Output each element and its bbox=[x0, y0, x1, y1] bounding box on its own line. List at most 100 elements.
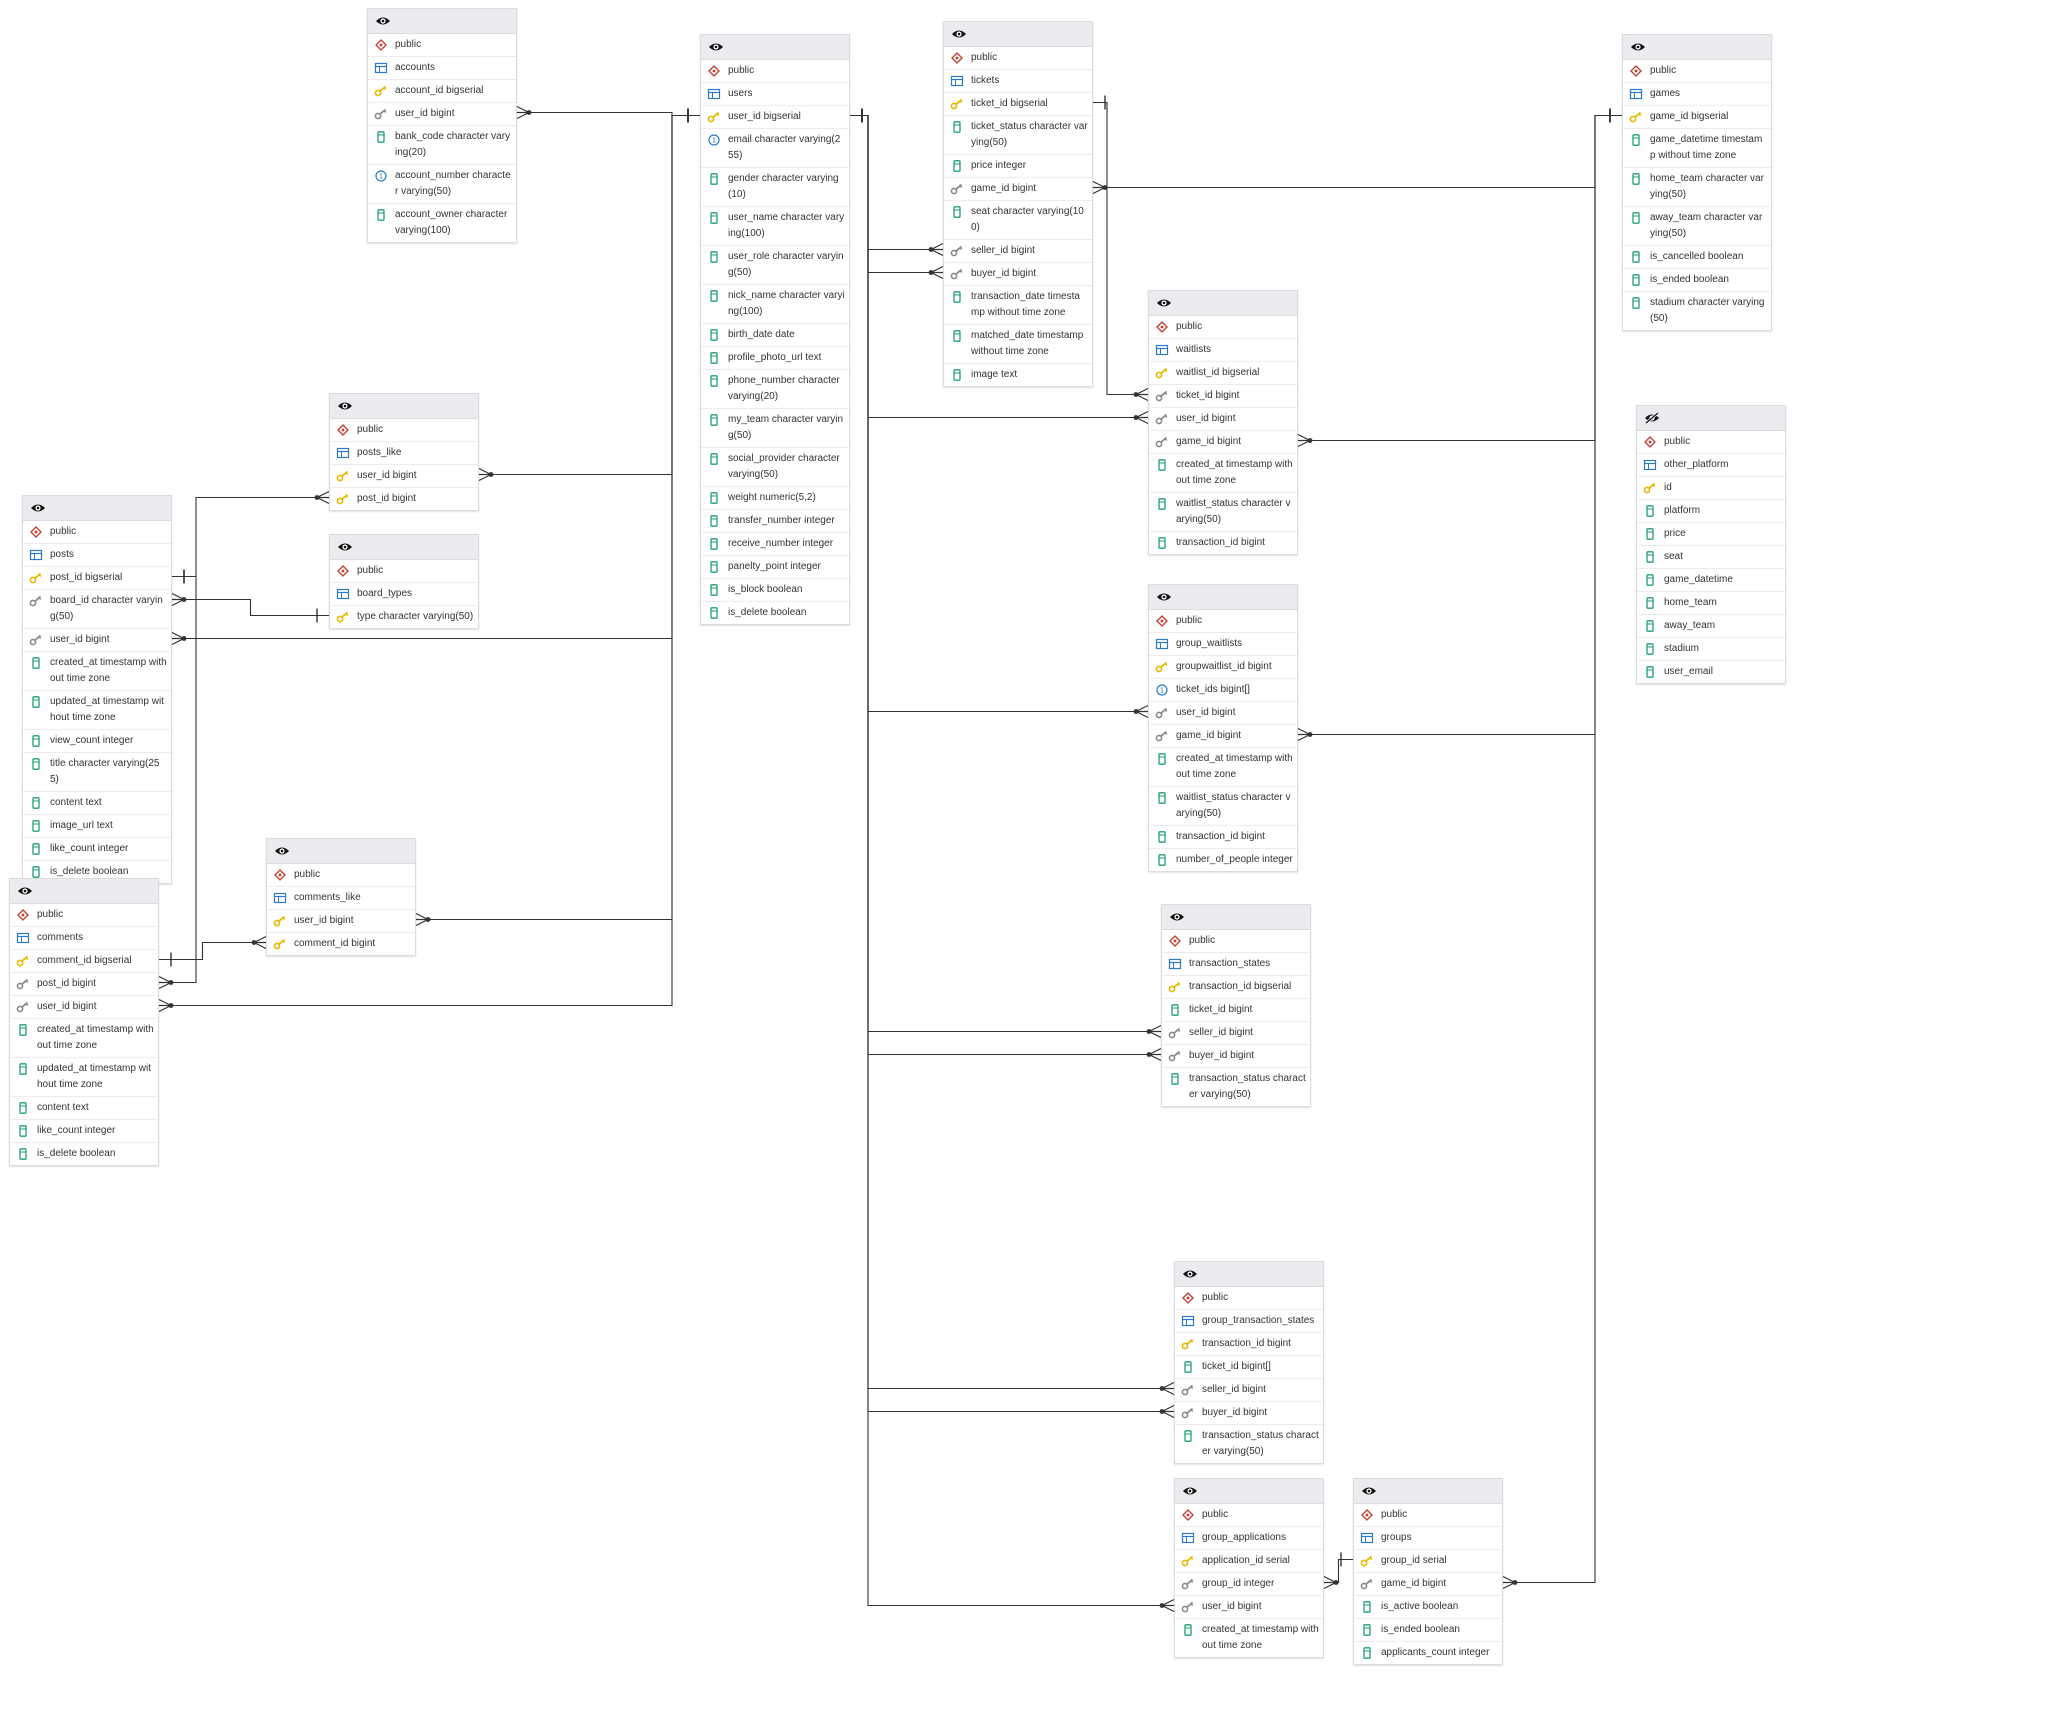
eye-icon[interactable] bbox=[17, 885, 33, 897]
eye-icon[interactable] bbox=[337, 400, 353, 412]
table-name-row[interactable]: accounts bbox=[368, 57, 516, 80]
column-row[interactable]: updated_at timestamp without time zone bbox=[10, 1058, 158, 1097]
column-row[interactable]: transaction_status character varying(50) bbox=[1162, 1068, 1310, 1106]
column-row[interactable]: ticket_id bigserial bbox=[944, 93, 1092, 116]
column-row[interactable]: applicants_count integer bbox=[1354, 1642, 1502, 1664]
column-row[interactable]: user_id bigint bbox=[1149, 408, 1297, 431]
table-name-row[interactable]: board_types bbox=[330, 583, 478, 606]
column-row[interactable]: user_id bigserial bbox=[701, 106, 849, 129]
column-row[interactable]: social_provider character varying(50) bbox=[701, 448, 849, 487]
column-row[interactable]: seat character varying(100) bbox=[944, 201, 1092, 240]
column-row[interactable]: post_id bigserial bbox=[23, 567, 171, 590]
column-row[interactable]: weight numeric(5,2) bbox=[701, 487, 849, 510]
column-row[interactable]: waitlist_status character varying(50) bbox=[1149, 787, 1297, 826]
column-row[interactable]: is_delete boolean bbox=[23, 861, 171, 883]
table-header[interactable] bbox=[1623, 35, 1771, 60]
column-row[interactable]: post_id bigint bbox=[10, 973, 158, 996]
column-row[interactable]: is_cancelled boolean bbox=[1623, 246, 1771, 269]
column-row[interactable]: application_id serial bbox=[1175, 1550, 1323, 1573]
column-row[interactable]: buyer_id bigint bbox=[944, 263, 1092, 286]
column-row[interactable]: game_id bigint bbox=[1149, 431, 1297, 454]
eye-off-icon[interactable] bbox=[1644, 412, 1660, 424]
column-row[interactable]: transaction_id bigserial bbox=[1162, 976, 1310, 999]
column-row[interactable]: is_block boolean bbox=[701, 579, 849, 602]
table-header[interactable] bbox=[944, 22, 1092, 47]
column-row[interactable]: group_id integer bbox=[1175, 1573, 1323, 1596]
column-row[interactable]: game_id bigint bbox=[1354, 1573, 1502, 1596]
column-row[interactable]: transaction_id bigint bbox=[1149, 532, 1297, 554]
column-row[interactable]: type character varying(50) bbox=[330, 606, 478, 628]
column-row[interactable]: buyer_id bigint bbox=[1162, 1045, 1310, 1068]
column-row[interactable]: seller_id bigint bbox=[1175, 1379, 1323, 1402]
table-header[interactable] bbox=[1149, 585, 1297, 610]
column-row[interactable]: groupwaitlist_id bigint bbox=[1149, 656, 1297, 679]
column-row[interactable]: ticket_status character varying(50) bbox=[944, 116, 1092, 155]
column-row[interactable]: created_at timestamp without time zone bbox=[23, 652, 171, 691]
column-row[interactable]: is_delete boolean bbox=[10, 1143, 158, 1165]
column-row[interactable]: game_datetime timestamp without time zon… bbox=[1623, 129, 1771, 168]
schema-row[interactable]: public bbox=[701, 60, 849, 83]
column-row[interactable]: price integer bbox=[944, 155, 1092, 178]
column-row[interactable]: stadium character varying(50) bbox=[1623, 292, 1771, 330]
table-header[interactable] bbox=[1354, 1479, 1502, 1504]
column-row[interactable]: like_count integer bbox=[23, 838, 171, 861]
column-row[interactable]: created_at timestamp without time zone bbox=[10, 1019, 158, 1058]
table-header[interactable] bbox=[10, 879, 158, 904]
column-row[interactable]: game_id bigint bbox=[1149, 725, 1297, 748]
column-row[interactable]: receive_number integer bbox=[701, 533, 849, 556]
column-row[interactable]: transaction_id bigint bbox=[1175, 1333, 1323, 1356]
table-header[interactable] bbox=[1637, 406, 1785, 431]
column-row[interactable]: my_team character varying(50) bbox=[701, 409, 849, 448]
column-row[interactable]: ticket_id bigint bbox=[1149, 385, 1297, 408]
column-row[interactable]: profile_photo_url text bbox=[701, 347, 849, 370]
column-row[interactable]: user_role character varying(50) bbox=[701, 246, 849, 285]
column-row[interactable]: seat bbox=[1637, 546, 1785, 569]
column-row[interactable]: user_id bigint bbox=[1175, 1596, 1323, 1619]
column-row[interactable]: gender character varying(10) bbox=[701, 168, 849, 207]
eye-icon[interactable] bbox=[1630, 41, 1646, 53]
column-row[interactable]: account_owner character varying(100) bbox=[368, 204, 516, 242]
column-row[interactable]: nick_name character varying(100) bbox=[701, 285, 849, 324]
table-name-row[interactable]: users bbox=[701, 83, 849, 106]
column-row[interactable]: game_id bigserial bbox=[1623, 106, 1771, 129]
column-row[interactable]: post_id bigint bbox=[330, 488, 478, 510]
column-row[interactable]: transfer_number integer bbox=[701, 510, 849, 533]
schema-row[interactable]: public bbox=[267, 864, 415, 887]
column-row[interactable]: comment_id bigint bbox=[267, 933, 415, 955]
column-row[interactable]: id bbox=[1637, 477, 1785, 500]
table-name-row[interactable]: posts_like bbox=[330, 442, 478, 465]
column-row[interactable]: comment_id bigserial bbox=[10, 950, 158, 973]
column-row[interactable]: matched_date timestamp without time zone bbox=[944, 325, 1092, 364]
column-row[interactable]: number_of_people integer bbox=[1149, 849, 1297, 871]
table-name-row[interactable]: group_waitlists bbox=[1149, 633, 1297, 656]
column-row[interactable]: away_team bbox=[1637, 615, 1785, 638]
table-name-row[interactable]: group_applications bbox=[1175, 1527, 1323, 1550]
column-row[interactable]: image_url text bbox=[23, 815, 171, 838]
schema-row[interactable]: public bbox=[330, 560, 478, 583]
schema-row[interactable]: public bbox=[1149, 316, 1297, 339]
table-name-row[interactable]: tickets bbox=[944, 70, 1092, 93]
column-row[interactable]: transaction_date timestamp without time … bbox=[944, 286, 1092, 325]
eye-icon[interactable] bbox=[30, 502, 46, 514]
column-row[interactable]: ticket_id bigint[] bbox=[1175, 1356, 1323, 1379]
eye-icon[interactable] bbox=[337, 541, 353, 553]
column-row[interactable]: buyer_id bigint bbox=[1175, 1402, 1323, 1425]
column-row[interactable]: is_delete boolean bbox=[701, 602, 849, 624]
column-row[interactable]: stadium bbox=[1637, 638, 1785, 661]
schema-row[interactable]: public bbox=[944, 47, 1092, 70]
column-row[interactable]: panelty_point integer bbox=[701, 556, 849, 579]
column-row[interactable]: user_id bigint bbox=[267, 910, 415, 933]
column-row[interactable]: game_datetime bbox=[1637, 569, 1785, 592]
table-header[interactable] bbox=[23, 496, 171, 521]
eye-icon[interactable] bbox=[1156, 297, 1172, 309]
